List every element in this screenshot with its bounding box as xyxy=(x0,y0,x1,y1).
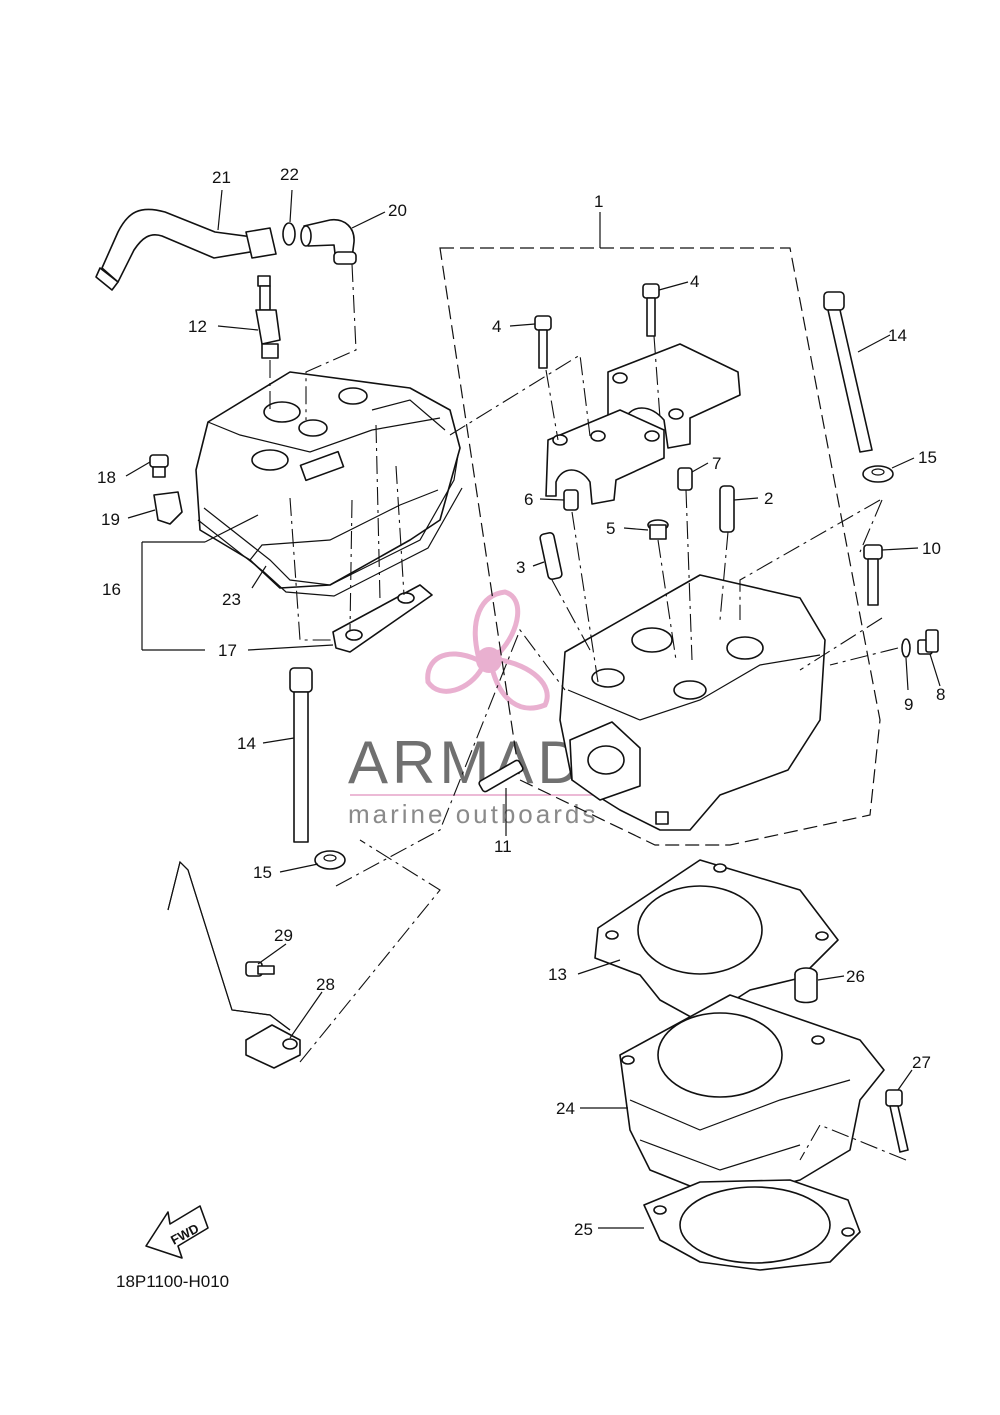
cylinder-dowel xyxy=(794,967,818,1004)
callout-4-right: 4 xyxy=(690,272,699,291)
cylinder-block xyxy=(619,994,885,1191)
callout-8: 8 xyxy=(936,685,945,704)
callout-1: 1 xyxy=(594,192,603,211)
callout-12: 12 xyxy=(188,317,207,336)
long-head-bolt-right xyxy=(823,291,873,453)
callout-23: 23 xyxy=(222,590,241,609)
grommet xyxy=(153,491,183,525)
callout-16: 16 xyxy=(102,580,121,599)
leader-lines xyxy=(125,189,941,1229)
gasket-washer xyxy=(901,638,911,658)
elbow-joint xyxy=(300,218,357,265)
center-lines xyxy=(269,263,907,1161)
callout-9: 9 xyxy=(904,695,913,714)
callout-labels: 1 2 3 4 4 5 6 7 8 9 10 11 12 13 14 14 15… xyxy=(97,165,945,1239)
cylinder-head xyxy=(559,574,826,831)
union-bolt xyxy=(917,629,939,655)
valve-guide-exhaust xyxy=(719,485,735,533)
callout-13: 13 xyxy=(548,965,567,984)
callout-26: 26 xyxy=(846,967,865,986)
washer-left xyxy=(314,850,346,870)
callout-29: 29 xyxy=(274,926,293,945)
callout-25: 25 xyxy=(574,1220,593,1239)
callout-7: 7 xyxy=(712,454,721,473)
callout-17: 17 xyxy=(218,641,237,660)
dowel-pin xyxy=(563,489,579,511)
cover-gasket xyxy=(197,454,463,597)
callout-21: 21 xyxy=(212,168,231,187)
callout-5: 5 xyxy=(606,519,615,538)
cover-bolt xyxy=(149,454,169,478)
drawing-code: 18P1100-H010 xyxy=(116,1272,229,1291)
callout-19: 19 xyxy=(101,510,120,529)
callout-6: 6 xyxy=(524,490,533,509)
dowel-pin-2 xyxy=(677,467,693,491)
callout-28: 28 xyxy=(316,975,335,994)
cam-cap-bolt-left xyxy=(534,315,552,369)
callout-20: 20 xyxy=(388,201,407,220)
callout-24: 24 xyxy=(556,1099,575,1118)
callout-14-right: 14 xyxy=(888,326,907,345)
valve-guide-intake xyxy=(539,531,563,581)
stud-bolt xyxy=(478,759,524,793)
callout-15-left: 15 xyxy=(253,863,272,882)
cylinder-bolt xyxy=(885,1089,909,1153)
cam-cap-bolt-right xyxy=(642,283,660,337)
callout-27: 27 xyxy=(912,1053,931,1072)
fwd-arrow-icon: FWD xyxy=(145,1205,209,1259)
cylinder-head-cover xyxy=(195,371,461,589)
breather-hose xyxy=(95,208,277,291)
cylinder-base-gasket xyxy=(643,1179,861,1271)
propeller-logo-icon xyxy=(425,589,550,711)
bracket-bolt xyxy=(245,961,275,977)
long-head-bolt-left xyxy=(289,667,313,843)
callout-18: 18 xyxy=(97,468,116,487)
callout-15-right: 15 xyxy=(918,448,937,467)
callout-2: 2 xyxy=(764,489,773,508)
callout-3: 3 xyxy=(516,558,525,577)
washer-right xyxy=(862,465,894,483)
callout-22: 22 xyxy=(280,165,299,184)
hose-clip xyxy=(282,222,296,246)
callout-14-left: 14 xyxy=(237,734,256,753)
cylinder-head-gasket xyxy=(594,859,839,1023)
callout-4-left: 4 xyxy=(492,317,501,336)
hose-stay-bracket xyxy=(167,860,301,1069)
plug xyxy=(647,519,669,540)
callout-10: 10 xyxy=(922,539,941,558)
callout-11: 11 xyxy=(494,837,512,856)
spark-plug xyxy=(255,275,281,359)
cylinder-head-assembly-boundary xyxy=(439,247,881,846)
camshaft-cap-front xyxy=(545,409,665,505)
camshaft-cap-rear xyxy=(607,343,741,449)
cam-cap-plate xyxy=(332,584,433,653)
watermark-tagline: marine outboards xyxy=(348,799,598,829)
bolt-10 xyxy=(863,544,883,606)
